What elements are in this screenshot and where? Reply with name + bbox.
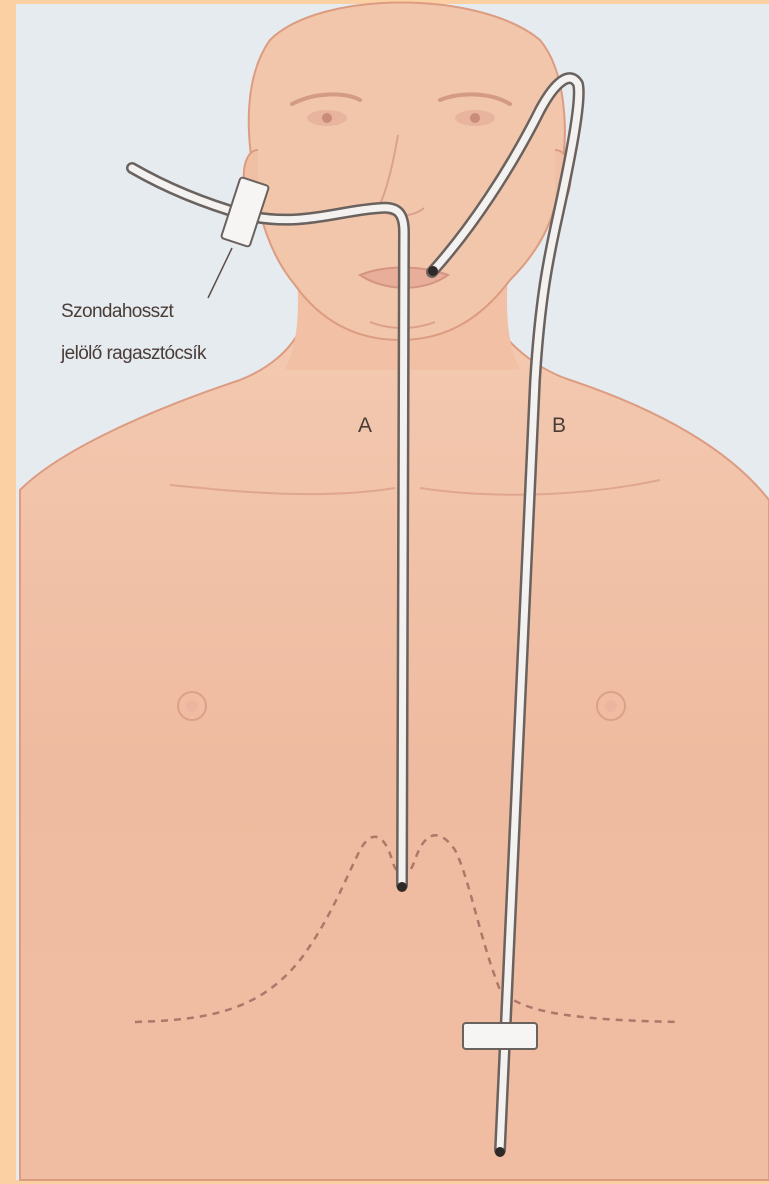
- annotation-line-2: jelölő ragasztócsík: [61, 343, 206, 365]
- annotation-leader-line: [208, 248, 232, 298]
- right-pupil: [470, 113, 480, 123]
- right-nipple-center: [605, 700, 617, 712]
- tube-a-tip: [397, 882, 407, 892]
- annotation-line-1: Szondahosszt: [61, 301, 173, 323]
- tube-a-label: A: [358, 414, 371, 438]
- left-nipple-center: [186, 700, 198, 712]
- tube-b-end: [495, 1147, 505, 1157]
- torso-shape: [20, 330, 769, 1180]
- tube-b-tip: [428, 266, 438, 276]
- tape-marker-b: [463, 1023, 537, 1049]
- tube-b-label: B: [552, 414, 565, 438]
- left-pupil: [322, 113, 332, 123]
